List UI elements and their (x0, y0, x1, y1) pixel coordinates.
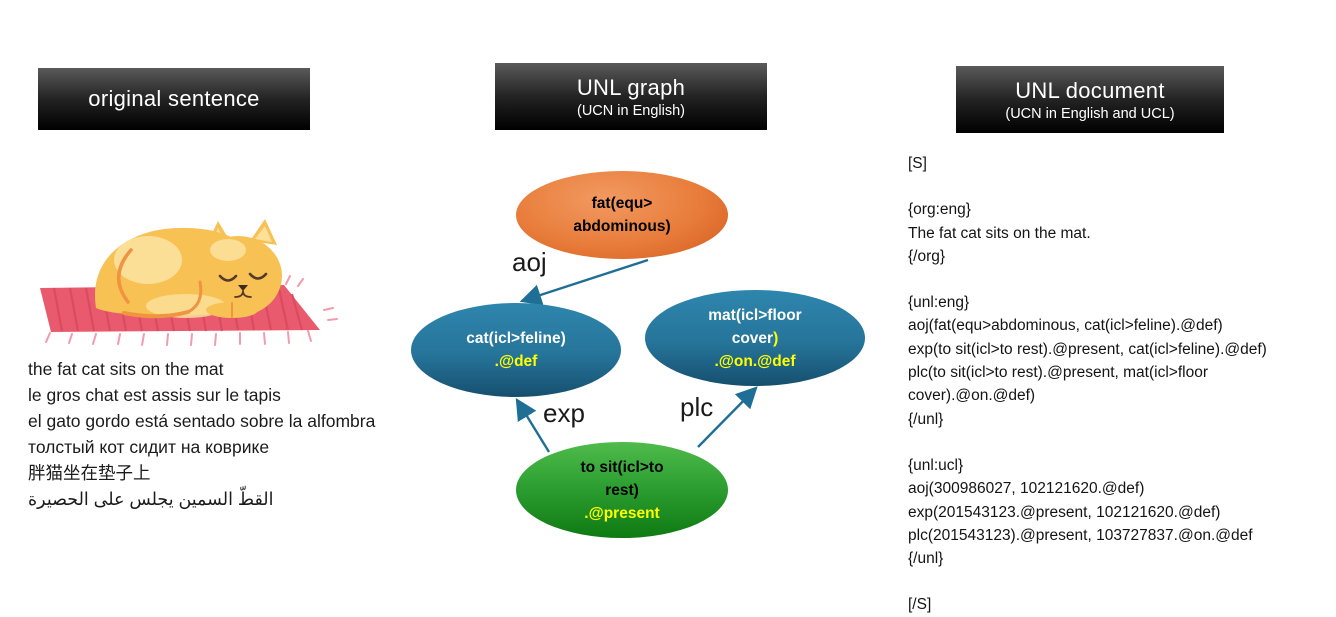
node-mat: mat(icl>floor cover) .@on.@def (645, 290, 865, 386)
original-sentence-header: original sentence (38, 68, 310, 130)
doc-open-tag: [S] (908, 155, 927, 172)
node-fat-line1: fat(equ> (591, 195, 653, 212)
unl-graph-header: UNL graph (UCN in English) (495, 63, 767, 130)
edge-label-plc: plc (680, 392, 714, 422)
sentence-arabic: القطّ السمين يجلس على الحصيرة (28, 489, 274, 509)
doc-line: aoj(300986027, 102121620.@def) (908, 480, 1145, 498)
sentence-french: le gros chat est assis sur le tapis (28, 385, 281, 405)
sentence-russian: толстый кот сидит на коврике (28, 437, 270, 457)
node-sit-line1: to sit(icl>to (580, 458, 664, 476)
edge-exp-arrow (515, 397, 551, 453)
graph-edges (515, 258, 758, 453)
doc-line: exp(to sit(icl>to rest).@present, cat(ic… (908, 340, 1267, 358)
cat-mouth (234, 290, 252, 298)
unl-graph-subtitle: (UCN in English) (577, 102, 685, 119)
cat-on-mat-illustration (40, 219, 338, 346)
doc-line: The fat cat sits on the mat. (908, 224, 1091, 242)
mat-fringe (45, 275, 338, 346)
unl-document-title: UNL document (1015, 77, 1165, 103)
doc-close-tag: [/S] (908, 596, 932, 614)
unl-document-text: [S] {org:eng} The fat cat sits on the ma… (908, 152, 1333, 617)
sentence-chinese: 胖猫坐在垫子上 (28, 463, 151, 483)
doc-org-section: {org:eng} The fat cat sits on the mat. {… (908, 198, 1333, 268)
node-cat: cat(icl>feline) .@def (411, 303, 621, 397)
cat-nose (238, 285, 248, 291)
unl-document-subtitle: (UCN in English and UCL) (1005, 105, 1175, 122)
unl-document-header: UNL document (UCN in English and UCL) (956, 66, 1224, 133)
unl-graph-title: UNL graph (576, 74, 686, 100)
doc-line: plc(201543123).@present, 103727837.@on.@… (908, 526, 1253, 544)
node-mat-line1: mat(icl>floor (708, 306, 802, 324)
edge-aoj-arrow (519, 258, 649, 306)
edge-label-exp: exp (543, 398, 585, 428)
node-mat-line2: cover) (731, 329, 779, 347)
node-fat-line2: abdominous) (573, 218, 671, 235)
doc-line: {/unl} (908, 550, 944, 568)
node-cat-attribute: .@def (494, 353, 538, 370)
original-sentences-list: the fat cat sits on the mat le gros chat… (28, 356, 468, 512)
doc-line: {unl:eng} (908, 294, 970, 312)
cat-figure (94, 219, 282, 319)
doc-line: plc(to sit(icl>to rest).@present, mat(ic… (908, 364, 1208, 382)
node-fat: fat(equ> abdominous) (516, 171, 728, 259)
doc-line: cover).@on.@def) (908, 387, 1036, 405)
node-mat-attribute: .@on.@def (714, 352, 796, 370)
cat-closed-eye-left (218, 274, 238, 282)
doc-line: exp(201543123.@present, 102121620.@def) (908, 503, 1221, 521)
doc-line: aoj(fat(equ>abdominous, cat(icl>feline).… (908, 317, 1223, 335)
original-sentence-title: original sentence (88, 86, 260, 111)
node-sit-line2: rest) (605, 481, 639, 499)
node-sit: to sit(icl>to rest) .@present (516, 442, 728, 538)
doc-line: {unl:ucl} (908, 456, 964, 474)
doc-line: {/unl} (908, 410, 944, 428)
edge-plc-arrow (697, 386, 758, 448)
sentence-english: the fat cat sits on the mat (28, 359, 224, 379)
cat-closed-eye-right (248, 272, 268, 280)
doc-unl-ucl-section: {unl:ucl} aoj(300986027, 102121620.@def)… (908, 454, 1333, 570)
node-sit-attribute: .@present (584, 504, 660, 522)
doc-line: {org:eng} (908, 201, 971, 219)
node-cat-line1: cat(icl>feline) (466, 330, 566, 347)
sentence-spanish: el gato gordo está sentado sobre la alfo… (28, 411, 376, 431)
edge-label-aoj: aoj (512, 247, 547, 277)
doc-unl-eng-section: {unl:eng} aoj(fat(equ>abdominous, cat(ic… (908, 291, 1333, 431)
doc-line: {/org} (908, 247, 946, 265)
unl-graph-canvas: fat(equ> abdominous) cat(icl>feline) .@d… (400, 150, 880, 570)
